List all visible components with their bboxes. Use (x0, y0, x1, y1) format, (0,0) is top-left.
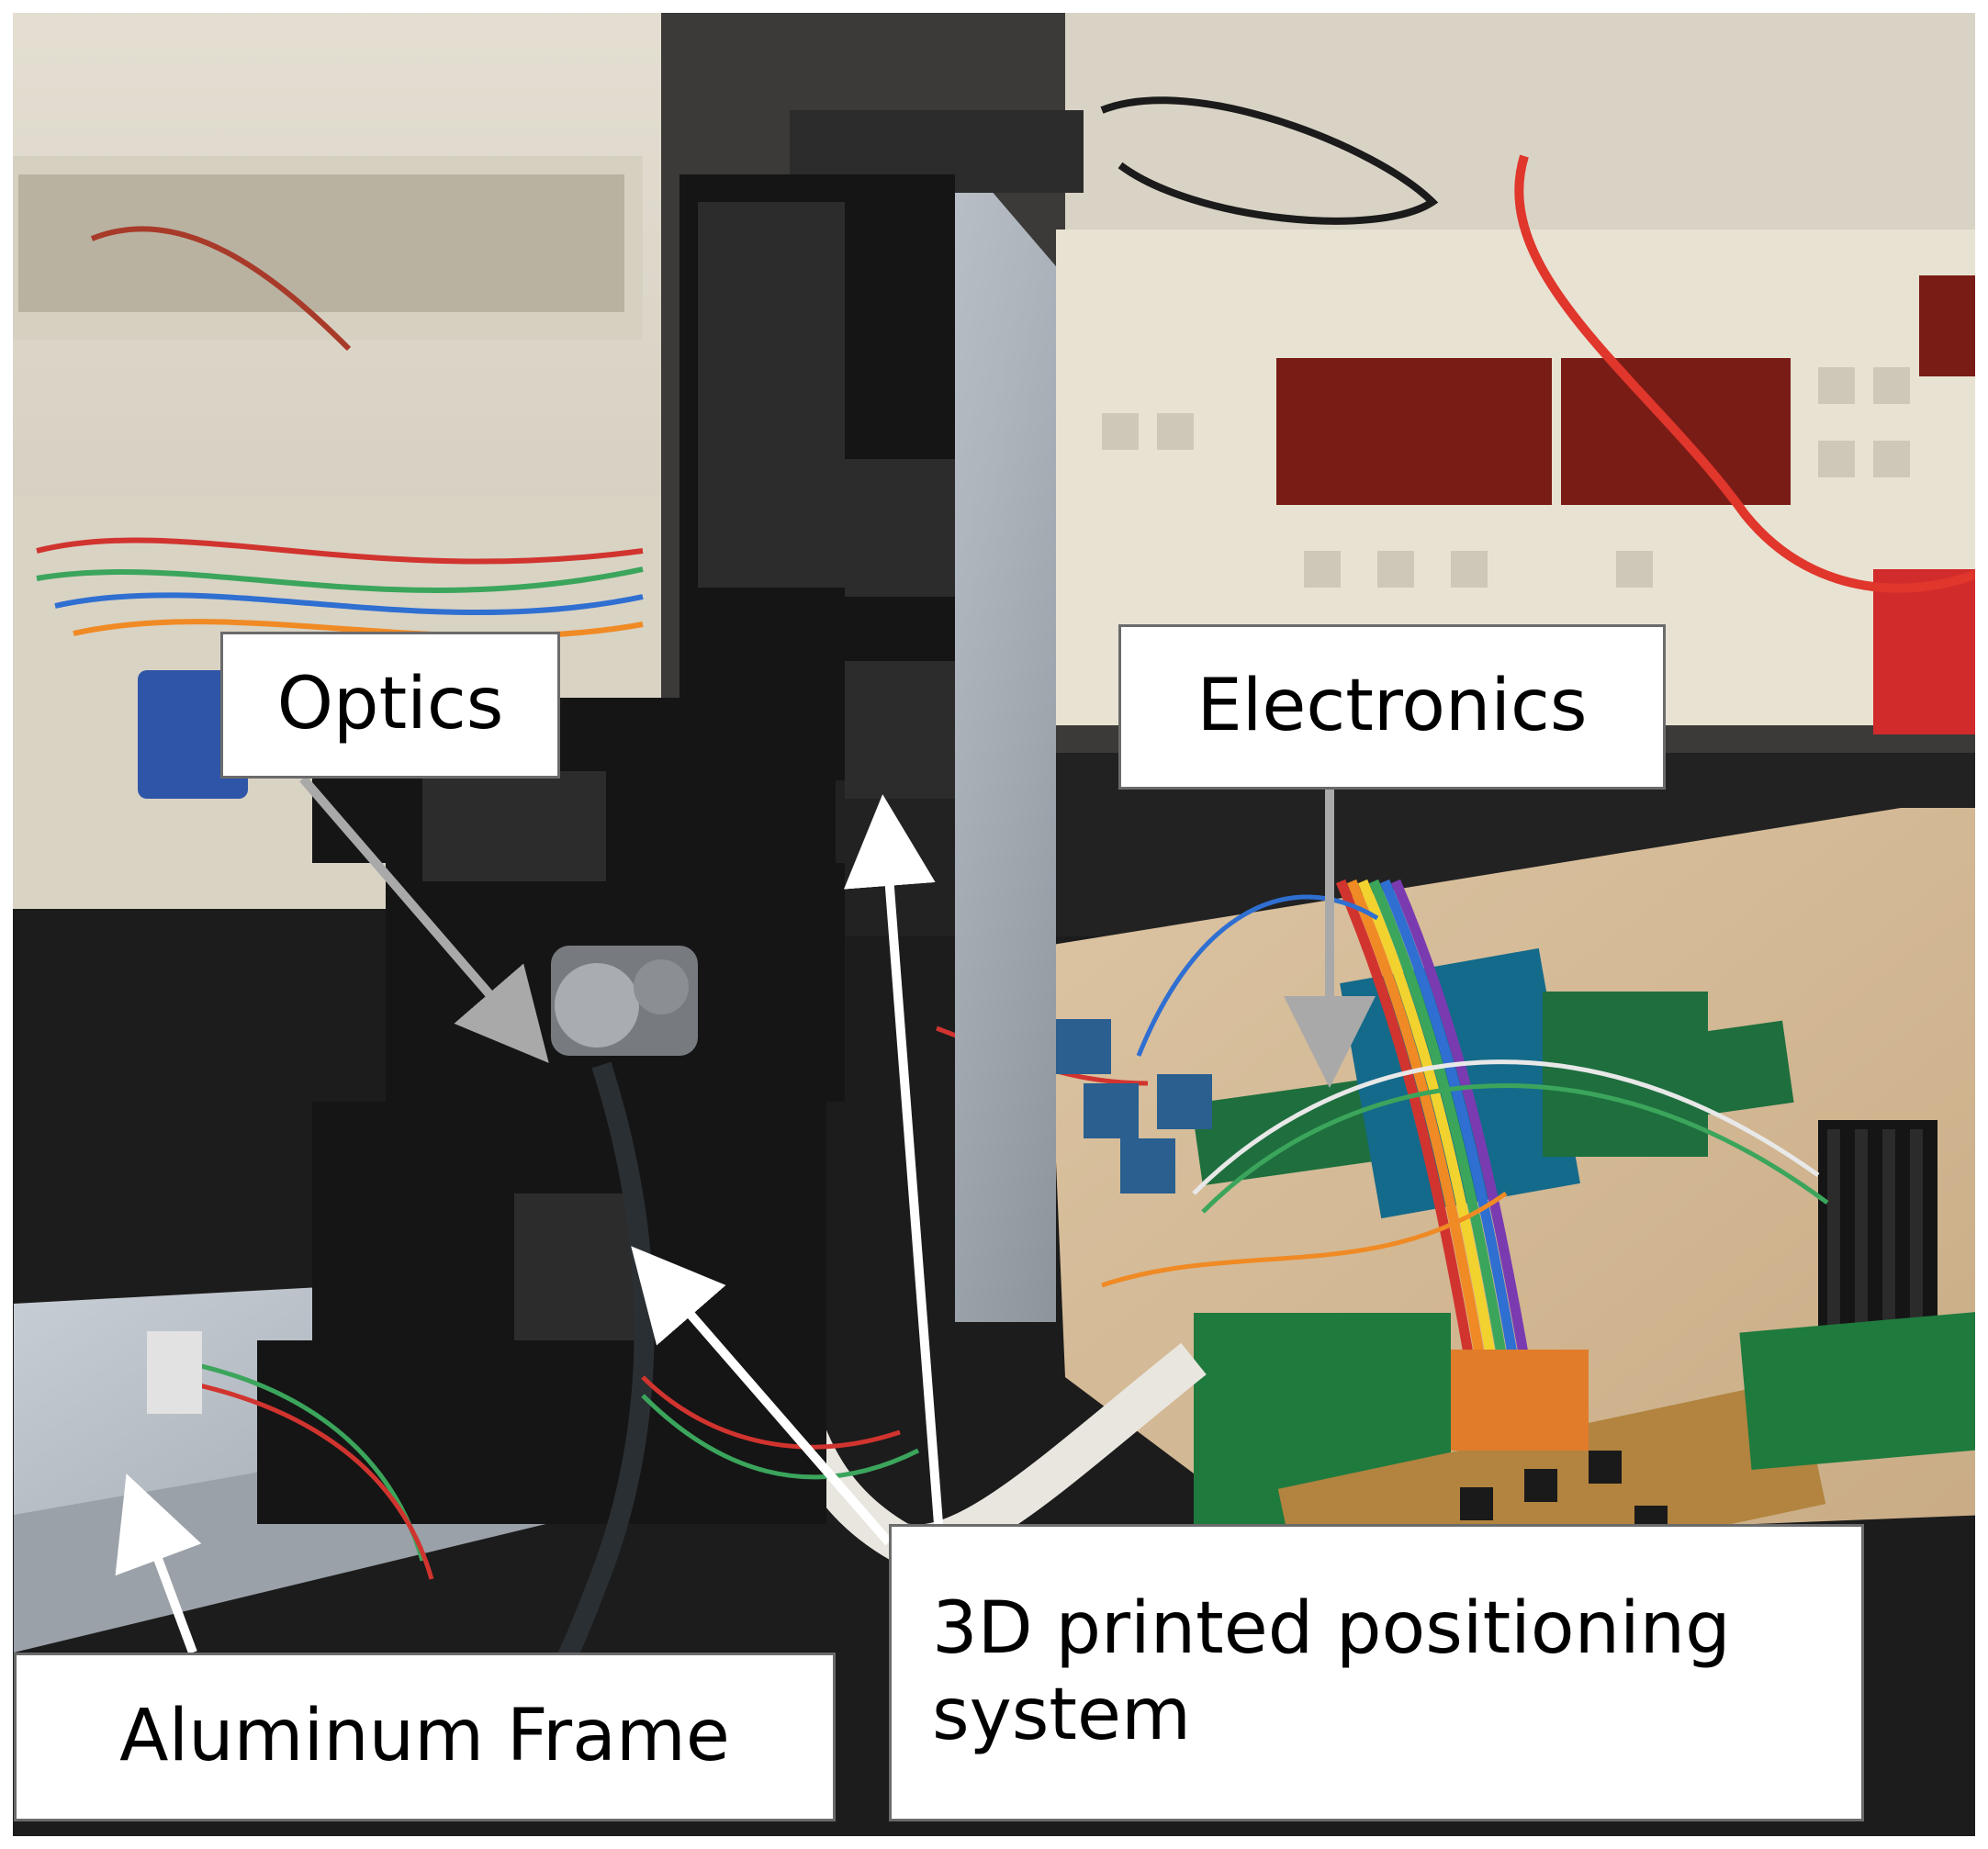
optics-label: Optics (220, 632, 560, 779)
aluminum-frame-label: Aluminum Frame (14, 1653, 836, 1821)
aluminum-frame-arrow (115, 1474, 202, 1654)
aluminum-vertical-plate (799, 138, 1056, 1322)
positioning-system-label: 3D printed positioning system (889, 1524, 1864, 1821)
positioning-label-line2: system (932, 1674, 1191, 1756)
aluminum-frame-label-text: Aluminum Frame (119, 1695, 730, 1778)
electronics-label-text: Electronics (1196, 665, 1588, 748)
positioning-label-line1: 3D printed positioning (932, 1587, 1731, 1671)
rainbow-ribbon-cable (1335, 879, 1539, 1433)
fiber-cable (551, 1061, 655, 1675)
positioning-arrow-upper (843, 794, 943, 1525)
electronics-label: Electronics (1118, 624, 1666, 790)
optics-label-text: Optics (276, 663, 504, 746)
positioning-arrow-lower (631, 1246, 893, 1546)
optics-arrow (299, 775, 549, 1063)
